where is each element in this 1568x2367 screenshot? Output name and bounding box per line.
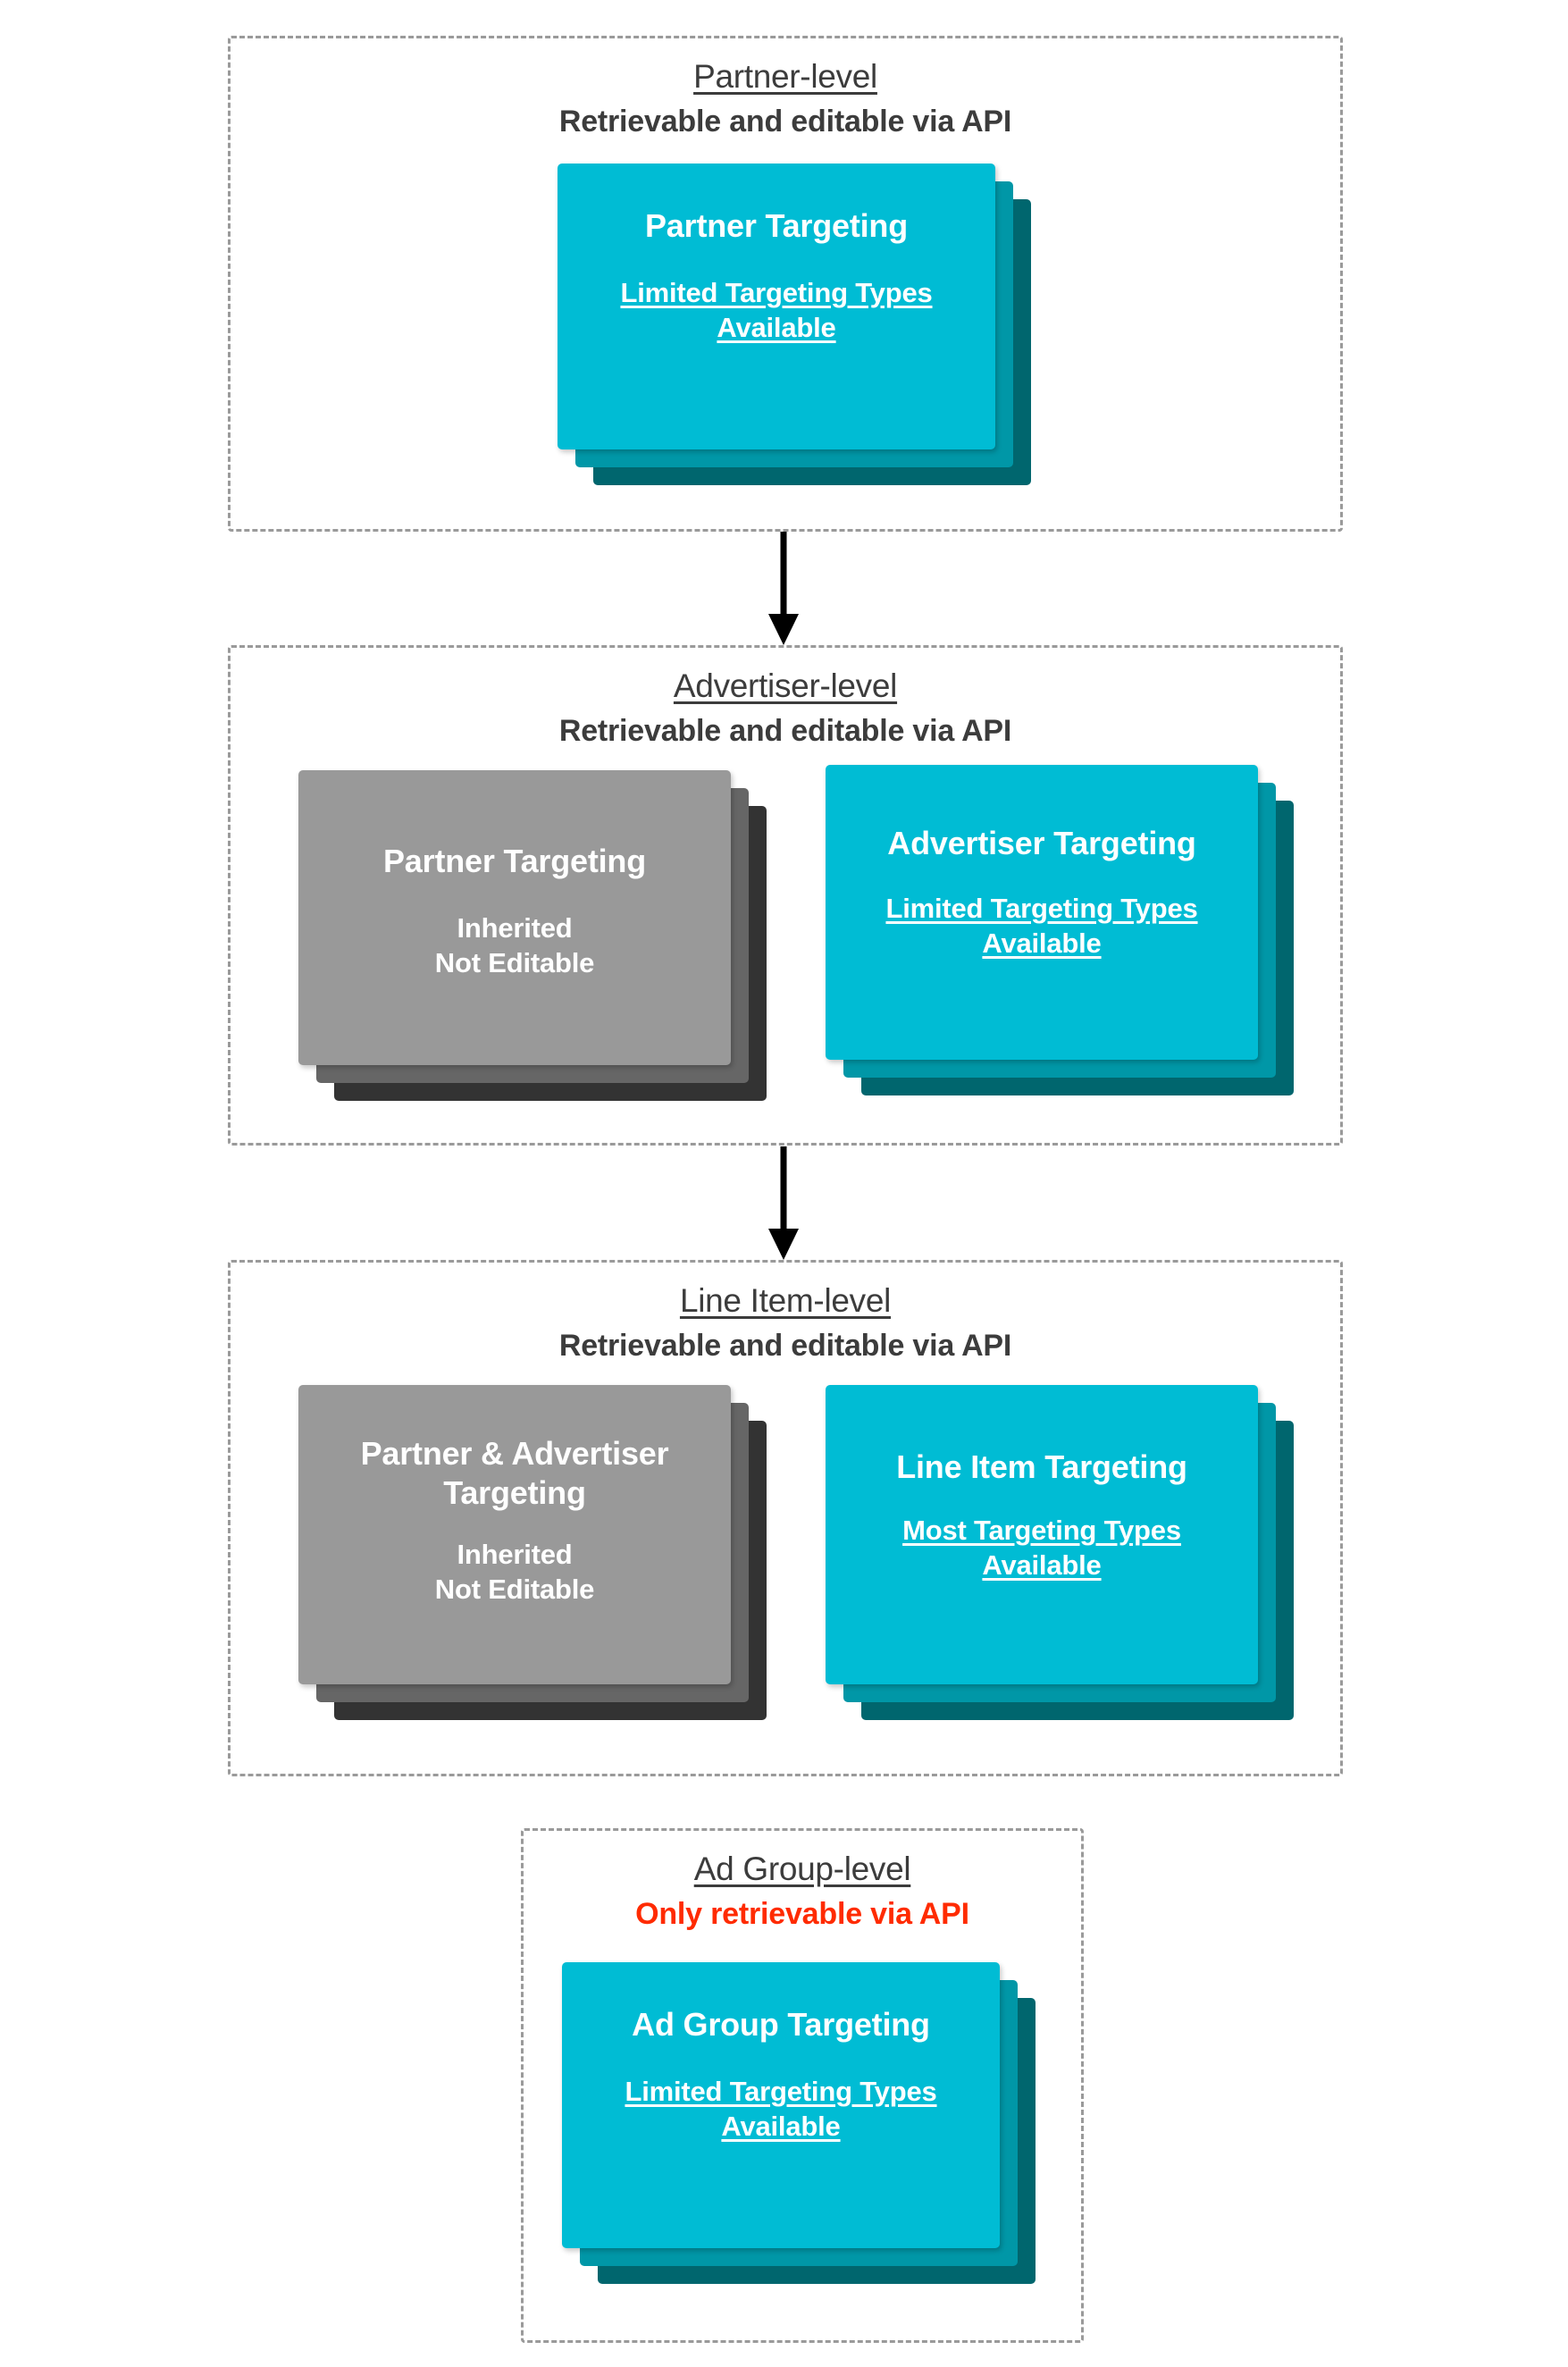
card-stack-inherited-partner-advertiser-targeting: Partner & Advertiser Targeting Inherited… — [298, 1385, 772, 1720]
card-advertiser-targeting[interactable]: Advertiser Targeting Limited Targeting T… — [826, 765, 1258, 1060]
level-header-line-item: Line Item-level Retrievable and editable… — [231, 1263, 1340, 1365]
level-box-line-item: Line Item-level Retrievable and editable… — [228, 1260, 1343, 1776]
card-stack-advertiser-targeting: Advertiser Targeting Limited Targeting T… — [826, 765, 1299, 1095]
card-ad-group-targeting[interactable]: Ad Group Targeting Limited Targeting Typ… — [562, 1962, 1000, 2248]
card-note: Inherited Not Editable — [434, 911, 595, 978]
level-header-partner: Partner-level Retrievable and editable v… — [231, 38, 1340, 141]
level-title-ad-group: Ad Group-level — [693, 1851, 911, 1887]
card-stack-inherited-partner-targeting: Partner Targeting Inherited Not Editable — [298, 770, 772, 1101]
connector-advertiser-to-line-item — [764, 1146, 803, 1261]
level-header-ad-group: Ad Group-level Only retrievable via API — [524, 1831, 1081, 1934]
card-line-item-targeting[interactable]: Line Item Targeting Most Targeting Types… — [826, 1385, 1258, 1684]
level-title-line-item: Line Item-level — [679, 1282, 892, 1319]
card-title: Advertiser Targeting — [887, 825, 1196, 861]
connector-partner-to-advertiser — [764, 532, 803, 646]
level-subtitle-ad-group: Only retrievable via API — [635, 1897, 969, 1932]
card-partner-targeting[interactable]: Partner Targeting Limited Targeting Type… — [558, 164, 995, 449]
card-note: Inherited Not Editable — [434, 1538, 595, 1605]
level-subtitle-partner: Retrievable and editable via API — [558, 105, 1012, 139]
level-title-partner: Partner-level — [693, 58, 877, 95]
card-title: Ad Group Targeting — [632, 2006, 930, 2043]
card-stack-ad-group-targeting: Ad Group Targeting Limited Targeting Typ… — [562, 1962, 1036, 2293]
card-note: Limited Targeting Types Available — [625, 2075, 937, 2142]
card-note: Limited Targeting Types Available — [885, 892, 1198, 959]
card-stack-line-item-targeting: Line Item Targeting Most Targeting Types… — [826, 1385, 1299, 1720]
card-note: Most Targeting Types Available — [902, 1514, 1181, 1581]
level-title-advertiser: Advertiser-level — [673, 667, 898, 704]
level-subtitle-advertiser: Retrievable and editable via API — [558, 714, 1012, 749]
card-note: Limited Targeting Types Available — [620, 276, 933, 343]
level-header-advertiser: Advertiser-level Retrievable and editabl… — [231, 648, 1340, 751]
level-box-ad-group: Ad Group-level Only retrievable via API … — [521, 1828, 1084, 2343]
card-inherited-partner-targeting[interactable]: Partner Targeting Inherited Not Editable — [298, 770, 731, 1065]
level-subtitle-line-item: Retrievable and editable via API — [558, 1329, 1012, 1364]
card-inherited-partner-advertiser-targeting[interactable]: Partner & Advertiser Targeting Inherited… — [298, 1385, 731, 1684]
card-title: Line Item Targeting — [896, 1448, 1187, 1485]
level-box-advertiser: Advertiser-level Retrievable and editabl… — [228, 645, 1343, 1146]
card-title: Partner Targeting — [383, 843, 646, 879]
card-title: Partner & Advertiser Targeting — [360, 1435, 669, 1511]
card-stack-partner-targeting: Partner Targeting Limited Targeting Type… — [558, 164, 1031, 485]
card-title: Partner Targeting — [645, 207, 908, 244]
level-box-partner: Partner-level Retrievable and editable v… — [228, 36, 1343, 532]
